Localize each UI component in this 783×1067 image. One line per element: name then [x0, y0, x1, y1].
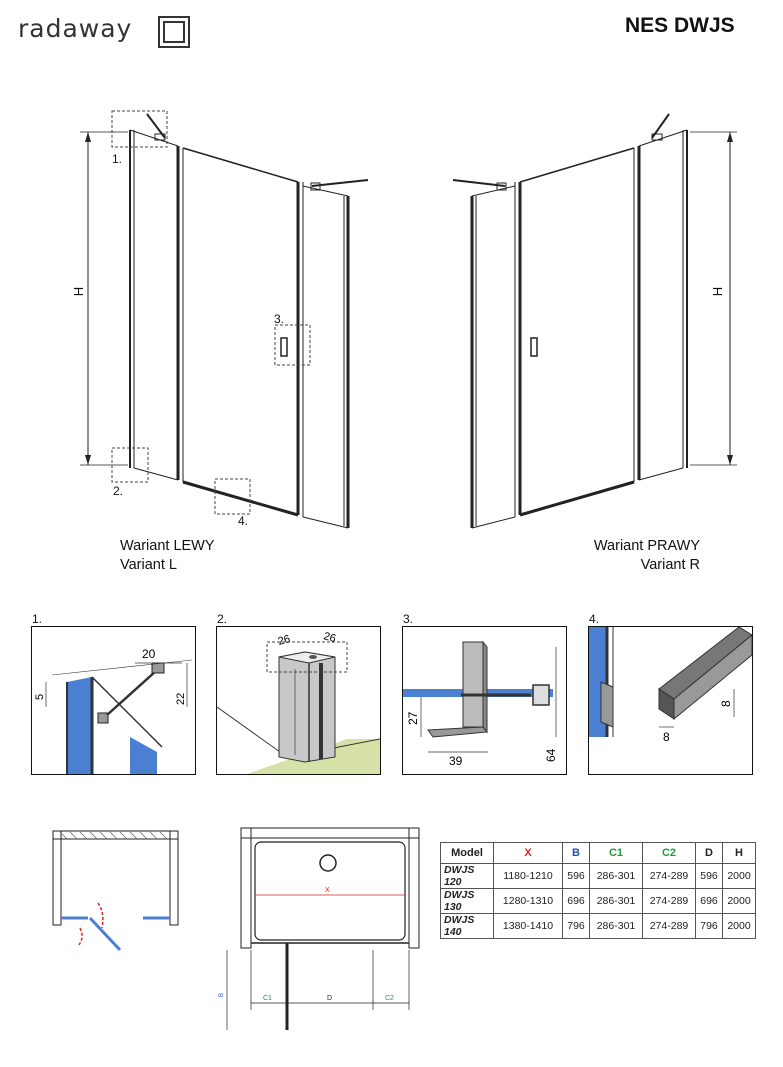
table-cell: 2000: [722, 888, 756, 914]
col-c1: C1: [589, 842, 643, 864]
col-d: D: [695, 842, 723, 864]
callout-4-left: 4.: [238, 514, 249, 528]
table-cell: 696: [695, 888, 723, 914]
detail-3-dim-c: 64: [544, 748, 558, 762]
h-dimension-label-right: H: [710, 286, 726, 297]
callout-3-left: 3.: [274, 312, 285, 326]
detail-2-dim-a: 26: [277, 633, 292, 648]
table-cell: 274-289: [642, 913, 696, 939]
plan-b-label: B: [219, 993, 225, 997]
callout-1-left: 1.: [112, 152, 123, 166]
table-cell: 1280-1310: [493, 888, 563, 914]
col-model: Model: [440, 842, 494, 864]
table-cell: 796: [562, 913, 590, 939]
detail-1-dim-a: 20: [142, 647, 156, 661]
plan-c1-label: C1: [263, 995, 272, 1002]
table-row: DWJS 140 1380-1410 796 286-301 274-289 7…: [440, 913, 756, 939]
detail-1-dim-c: 22: [175, 693, 187, 705]
spec-table: Model X B C1 C2 D H DWJS 120 1180-1210 5…: [440, 842, 756, 939]
table-cell: 696: [562, 888, 590, 914]
plan-x-label: X: [325, 887, 330, 894]
plan-dimensions: X B C1 D C2: [215, 825, 430, 1035]
detail-3-number: 3.: [403, 612, 414, 626]
detail-1-box: 20 5 22: [31, 626, 196, 775]
variant-right-line1: Wariant PRAWY: [593, 538, 700, 554]
detail-2-number: 2.: [217, 612, 228, 626]
drawing-variant-right: [445, 100, 745, 540]
table-row: DWJS 130 1280-1310 696 286-301 274-289 6…: [440, 888, 756, 914]
table-cell: 796: [695, 913, 723, 939]
plan-d-label: D: [327, 995, 332, 1002]
brand-logo-mark: [158, 16, 190, 48]
table-row: DWJS 120 1180-1210 596 286-301 274-289 5…: [440, 863, 756, 889]
col-b: B: [562, 842, 590, 864]
detail-3-box: 27 39 64: [402, 626, 567, 775]
detail-3-dim-b: 39: [449, 754, 463, 768]
detail-4-number: 4.: [589, 612, 600, 626]
table-cell: DWJS 120: [440, 863, 494, 889]
model-title: NES DWJS: [625, 14, 735, 37]
detail-2-box: 26 26: [216, 626, 381, 775]
spec-table-header-row: Model X B C1 C2 D H: [440, 842, 756, 864]
detail-4-dim-a: 8: [663, 730, 670, 744]
table-cell: 1380-1410: [493, 913, 563, 939]
col-h: H: [722, 842, 756, 864]
detail-1-dim-b: 5: [34, 694, 46, 700]
variant-left-label: Wariant LEWY Variant L: [120, 537, 215, 575]
detail-4-dim-b: 8: [719, 700, 733, 707]
table-cell: 286-301: [589, 863, 643, 889]
table-cell: DWJS 140: [440, 913, 494, 939]
table-cell: 2000: [722, 913, 756, 939]
detail-3-dim-a: 27: [406, 711, 420, 725]
table-cell: 596: [562, 863, 590, 889]
variant-right-line2: Variant R: [640, 557, 700, 573]
table-cell: 286-301: [589, 888, 643, 914]
table-cell: 274-289: [642, 888, 696, 914]
plan-c2-label: C2: [385, 995, 394, 1002]
callout-2-left: 2.: [113, 484, 124, 498]
col-x: X: [493, 842, 563, 864]
variant-left-line2: Variant L: [120, 557, 177, 573]
table-cell: DWJS 130: [440, 888, 494, 914]
table-cell: 274-289: [642, 863, 696, 889]
h-dimension-label-left: H: [71, 286, 87, 297]
drawing-variant-left: [70, 100, 370, 540]
col-c2: C2: [642, 842, 696, 864]
variant-right-label: Wariant PRAWY Variant R: [586, 537, 700, 575]
table-cell: 2000: [722, 863, 756, 889]
detail-1-number: 1.: [32, 612, 43, 626]
variant-left-line1: Wariant LEWY: [120, 538, 215, 554]
table-cell: 286-301: [589, 913, 643, 939]
brand-logo-text: radaway: [18, 14, 133, 43]
detail-2-dim-b: 26: [322, 630, 337, 645]
plan-door-swing: [40, 828, 190, 958]
detail-4-box: 8 8: [588, 626, 753, 775]
table-cell: 1180-1210: [493, 863, 563, 889]
table-cell: 596: [695, 863, 723, 889]
